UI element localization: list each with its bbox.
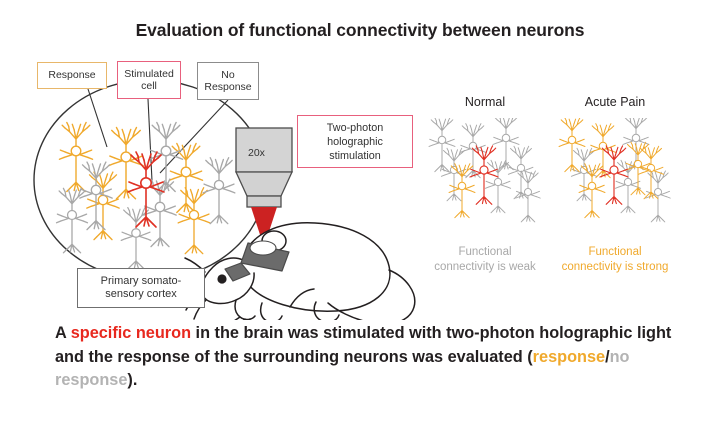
legend-no-response-label: No Response bbox=[204, 68, 252, 93]
figure-title: Evaluation of functional connectivity be… bbox=[135, 20, 585, 40]
neuron-red-stimulated bbox=[599, 145, 629, 205]
caption-segment-7: ). bbox=[127, 371, 138, 389]
microscope-objective: 20x bbox=[234, 127, 294, 250]
panel-caption-acute-pain: Functional connectivity is strong bbox=[561, 246, 669, 273]
mouse-illustration bbox=[173, 222, 416, 320]
panel-title-acute-pain: Acute Pain bbox=[584, 95, 646, 109]
laser-beam bbox=[251, 207, 277, 247]
caption-highlight-no-response: no response bbox=[55, 347, 630, 390]
panel-neurons-acute-pain bbox=[558, 118, 671, 223]
legend-response-box: Response bbox=[37, 62, 107, 89]
left-illustration: 20x bbox=[33, 79, 416, 320]
primary-somatosensory-cortex-box: Primary somato-sensory cortex bbox=[77, 268, 205, 308]
caption-highlight-specific-neuron: specific neuron bbox=[70, 324, 192, 342]
figure-caption: A specific neuron in the brain was stimu… bbox=[55, 322, 675, 393]
legend-stimulated-cell-box: Stimulated cell bbox=[117, 61, 181, 99]
legend-stimulated-cell-label: Stimulated cell bbox=[124, 67, 174, 92]
two-photon-stimulation-label: Two-photon holographic stimulation bbox=[326, 121, 384, 162]
neuron-red-stimulated bbox=[469, 145, 499, 205]
objective-magnification-label: 20x bbox=[248, 147, 266, 159]
panel-neurons-normal bbox=[428, 118, 541, 223]
legend-response-label: Response bbox=[48, 69, 96, 82]
panel-caption-normal: Functional connectivity is weak bbox=[434, 246, 536, 273]
primary-somatosensory-cortex-label: Primary somato-sensory cortex bbox=[100, 274, 182, 301]
caption-segment-5: / bbox=[605, 347, 610, 366]
caption-segment-1: A bbox=[55, 324, 71, 342]
legend-no-response-box: No Response bbox=[197, 62, 259, 100]
caption-highlight-response: response bbox=[532, 347, 606, 366]
two-photon-stimulation-box: Two-photon holographic stimulation bbox=[297, 115, 413, 168]
leader-lines bbox=[87, 88, 229, 276]
panel-title-normal: Normal bbox=[464, 95, 506, 109]
caption-segment-3: in the brain was stimulated with two-pho… bbox=[55, 324, 672, 366]
